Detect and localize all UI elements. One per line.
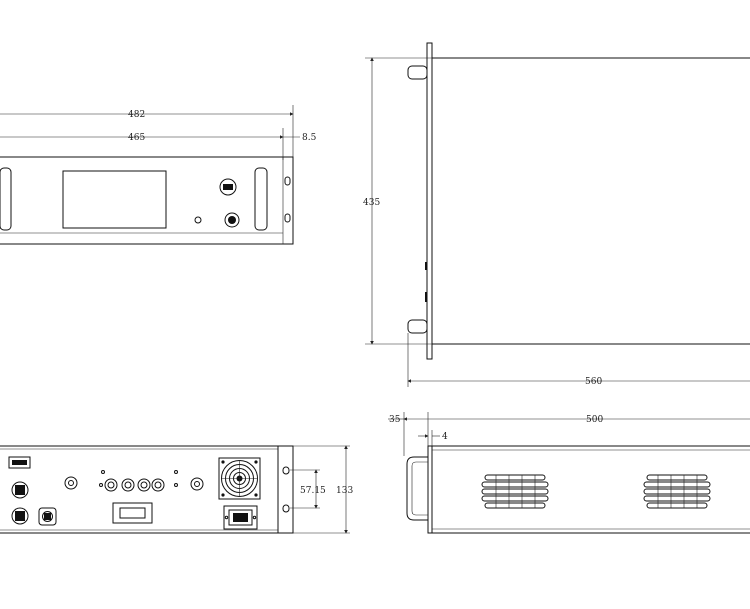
side-view: 35 500 4 [388,412,750,534]
front-panel [0,156,294,245]
left-handle [0,167,12,231]
rear-ear-hole-top [282,466,290,475]
dim-label-8-5: 8.5 [302,133,317,143]
rear-view: 57.15 133 [0,445,353,534]
dim-label-4: 4 [442,432,448,442]
side-body [432,445,750,534]
right-handle [254,167,268,231]
dimension-4: 4 [418,430,448,446]
dimension-560: 560 [407,333,750,387]
top-handle-lower [407,319,428,334]
dim-label-133: 133 [336,486,353,496]
gas-fitting-left [64,476,78,490]
dimension-465: 465 [0,128,284,160]
vent-grille-right [643,474,711,509]
dimension-482: 482 [0,105,294,160]
top-handle-upper [407,65,428,80]
dimension-57-15: 57.15 [290,469,326,509]
ear-hole-top [284,176,291,186]
power-knob [224,212,240,228]
rear-panel [0,445,279,534]
dimension-435: 435 [363,57,432,345]
display-screen [62,170,167,229]
gas-fitting-right [190,477,204,491]
top-body [432,57,750,345]
label-plate [112,502,153,524]
dim-label-35: 35 [389,415,401,425]
rj45-port [38,507,57,526]
bnc-connectors [104,478,165,492]
dim-label-435: 435 [363,198,380,208]
cooling-fan [218,457,261,500]
dimension-500: 500 [403,412,750,446]
connector-lower [11,507,29,525]
terminal-block [8,456,31,469]
front-view: 482 465 8.5 [0,105,317,245]
side-handle [406,456,428,521]
top-front-flange [426,42,433,360]
usb-port [219,178,237,196]
dim-label-560: 560 [585,377,602,387]
rear-ear-hole-bottom [282,504,290,513]
rear-ear [278,445,294,534]
vent-grille-left [481,474,549,509]
dimension-35: 35 [388,412,405,456]
dim-label-57-15: 57.15 [300,486,326,496]
ear-hole-bottom [284,213,291,223]
power-inlet [223,505,258,530]
dim-label-500: 500 [586,415,603,425]
dimension-133: 133 [293,445,353,534]
dim-label-482: 482 [128,110,145,120]
connector-upper [11,481,29,499]
dim-label-465: 465 [128,133,145,143]
top-view: 435 560 [363,42,750,387]
indicator-led [194,216,202,224]
side-front-flange [427,445,433,534]
dimension-8-5: 8.5 [283,133,317,143]
